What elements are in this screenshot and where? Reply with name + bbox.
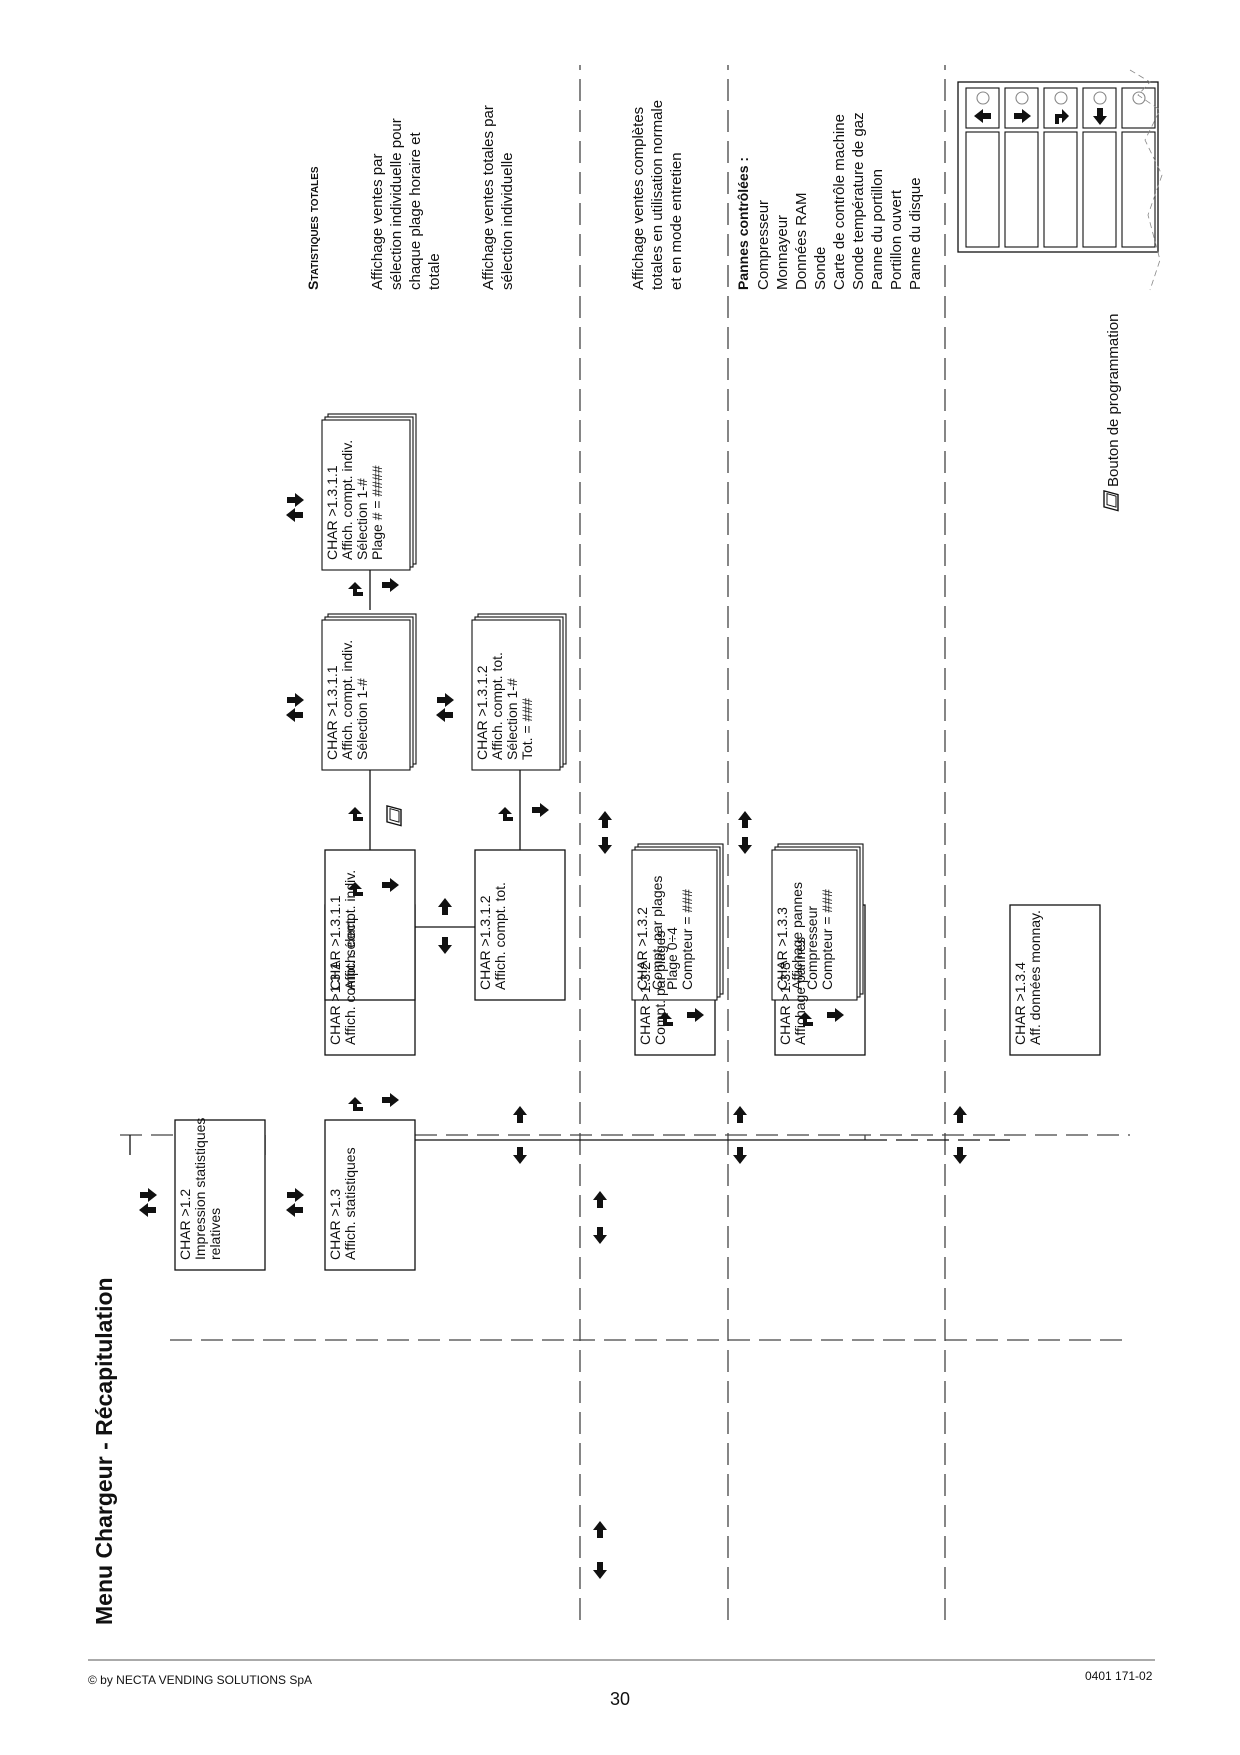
arrow-down-icon <box>437 693 454 707</box>
screen-label-1-3-2: CHAR >1.3.2 Compt. par plages Plage 0÷4 … <box>634 872 695 990</box>
box-char-1-3-1-2 <box>474 849 566 1001</box>
arrow-enter-icon <box>348 1097 363 1111</box>
stat-title: Statistiques totales <box>305 166 321 290</box>
box-char-1-3 <box>324 1119 416 1271</box>
arrow-left-icon <box>598 837 612 854</box>
arrow-down-icon <box>287 1188 304 1202</box>
label-1-3-1-2: CHAR >1.3.1.2 Affich. compt. tot. <box>477 882 508 990</box>
arrow-right-icon <box>953 1106 967 1123</box>
arrow-left-icon <box>513 1147 527 1164</box>
arrow-left-icon <box>438 937 452 954</box>
arrow-left-icon <box>733 1147 747 1164</box>
arrow-down-icon <box>140 1188 157 1202</box>
pannes-title: Pannes contrôlées : <box>735 157 751 290</box>
keypad-tear-edge <box>1129 69 1163 291</box>
arrow-right-icon <box>513 1106 527 1123</box>
arrow-left-icon <box>953 1147 967 1164</box>
label-1-3-1-1: CHAR >1.3.1.1 Affich. compt. indiv. <box>327 870 358 990</box>
keypad-illustration <box>957 81 1159 253</box>
arrow-down-icon <box>532 803 549 817</box>
doc-code: 0401 171-02 <box>1085 1669 1153 1683</box>
box-char-1-3-4 <box>1009 904 1101 1056</box>
prog-button-label: Bouton de programmation <box>1105 314 1122 487</box>
programming-button-icon <box>1103 490 1119 512</box>
screen-label-1-3-1-1-1: CHAR >1.3.1.1 Affich. compt. indiv. Séle… <box>324 436 385 560</box>
screen-label-1-3-1-2: CHAR >1.3.1.2 Affich. compt. tot. Sélect… <box>474 648 535 760</box>
label-1-2: CHAR >1.2 Impression statistiques relati… <box>177 1114 223 1260</box>
page-title: Menu Chargeur - Récapitulation <box>91 1277 117 1625</box>
screen-1-3-1-1-1 <box>321 419 411 571</box>
arrow-up-icon <box>286 708 303 722</box>
arrow-enter-icon <box>348 807 363 821</box>
screen-1-3-1-1 <box>321 619 411 771</box>
arrow-right-icon <box>593 1191 607 1208</box>
screen-1-3-2 <box>631 849 718 1001</box>
arrow-down-icon <box>287 693 304 707</box>
box-char-1-2 <box>174 1119 266 1271</box>
arrow-enter-icon <box>498 807 513 821</box>
label-1-3-4: CHAR >1.3.4 Aff. données monnay. <box>1012 910 1043 1045</box>
dashed-separators <box>120 65 1130 1620</box>
copyright: © by NECTA VENDING SOLUTIONS SpA <box>88 1673 312 1687</box>
arrow-down-icon <box>287 493 304 507</box>
arrow-left-icon <box>593 1227 607 1244</box>
arrow-down-icon <box>382 1093 399 1107</box>
arrow-right-icon <box>598 811 612 828</box>
screen-label-1-3-1-1: CHAR >1.3.1.1 Affich. compt. indiv. Séle… <box>324 636 370 760</box>
page-number: 30 <box>610 1689 630 1709</box>
note-3: Affichage ventes complètes totales en ut… <box>630 96 685 290</box>
notes: Statistiques totales Affichage ventes pa… <box>305 96 1122 512</box>
label-1-3: CHAR >1.3 Affich. statistiques <box>327 1147 358 1260</box>
pannes-list: Compresseur Monnayeur Données RAM Sonde … <box>755 108 924 290</box>
note-2: Affichage ventes totales par sélection i… <box>480 101 516 290</box>
screen-1-3-1-2 <box>471 619 561 771</box>
arrow-left-icon <box>593 1562 607 1579</box>
note-1: Affichage ventes par sélection individue… <box>369 114 443 290</box>
menu-diagram: CHAR >1.2 Impression statistiques relati… <box>120 65 1130 1620</box>
arrow-up-icon <box>286 1203 303 1217</box>
label-1-3-1: CHAR >1.3.1 Affich. compt. sélect. <box>327 916 358 1045</box>
arrow-left-icon <box>738 837 752 854</box>
programming-button-icon <box>386 805 402 827</box>
arrow-right-icon <box>438 898 452 915</box>
arrow-down-icon <box>382 578 399 592</box>
arrow-up-icon <box>436 708 453 722</box>
arrow-right-icon <box>593 1521 607 1538</box>
arrow-right-icon <box>733 1106 747 1123</box>
arrow-up-icon <box>139 1203 156 1217</box>
arrow-up-icon <box>286 508 303 522</box>
arrow-enter-icon <box>348 582 363 596</box>
screen-1-3-3 <box>771 849 858 1001</box>
screen-label-1-3-3: CHAR >1.3.3 Affichage pannes Compresseur… <box>774 878 835 990</box>
arrow-right-icon <box>738 811 752 828</box>
